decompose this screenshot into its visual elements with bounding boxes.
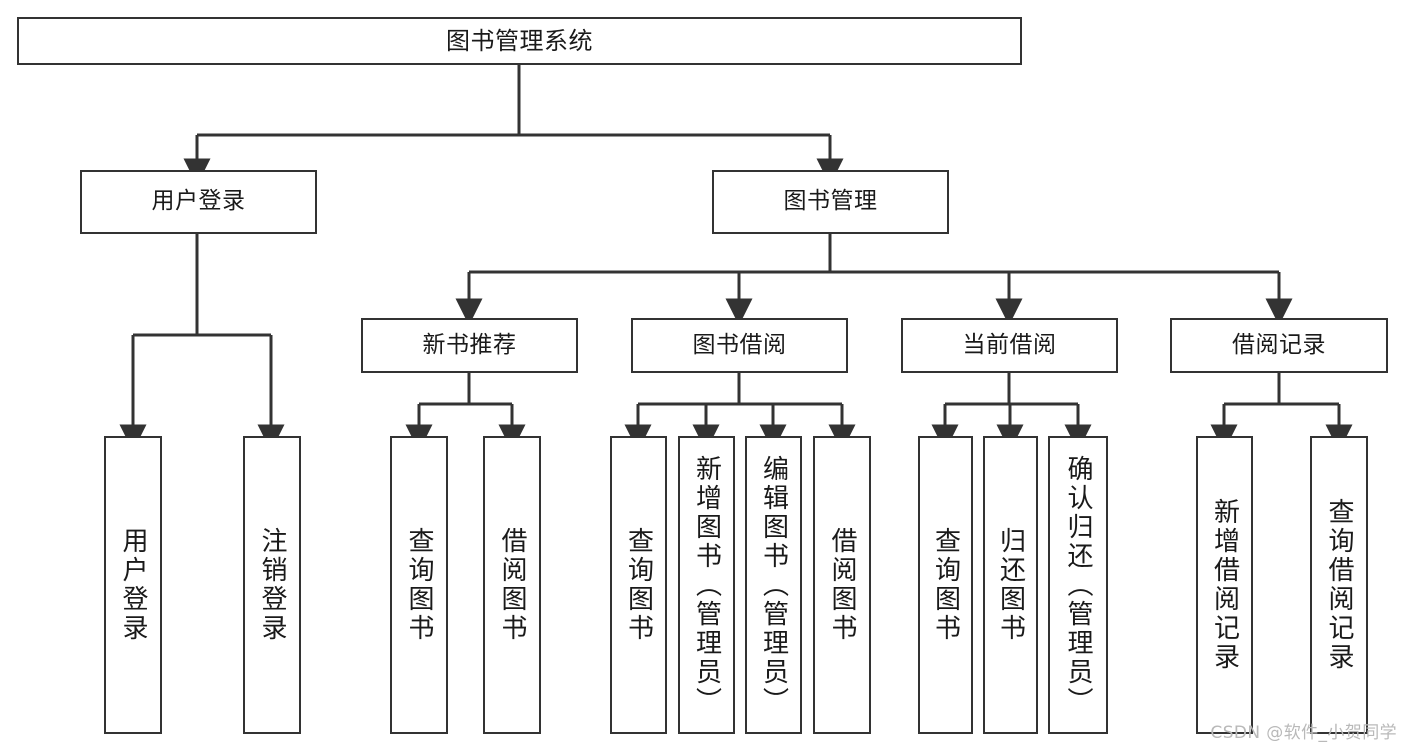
csdn-watermark: CSDN @软件_小贺同学 (1210, 723, 1397, 743)
leaf-borrow-record-add-record[interactable]: 新增借阅记录 (1196, 436, 1253, 734)
node-current-borrow[interactable]: 当前借阅 (901, 318, 1118, 373)
node-label: 查询图书 (623, 527, 654, 643)
node-label: 用户登录 (151, 188, 246, 215)
leaf-current-borrow-query-book[interactable]: 查询图书 (918, 436, 973, 734)
leaf-borrow-record-query-record[interactable]: 查询借阅记录 (1310, 436, 1368, 734)
leaf-book-borrow-edit-book[interactable]: 编辑图书（管理员） (745, 436, 802, 734)
leaf-current-borrow-confirm-return[interactable]: 确认归还（管理员） (1048, 436, 1108, 734)
node-label: 图书借阅 (692, 331, 787, 358)
leaf-book-borrow-borrow-book[interactable]: 借阅图书 (813, 436, 871, 734)
leaf-current-borrow-return-book[interactable]: 归还图书 (983, 436, 1038, 734)
node-label: 当前借阅 (962, 331, 1057, 358)
leaf-book-borrow-add-book[interactable]: 新增图书（管理员） (678, 436, 735, 734)
node-label: 查询图书 (930, 527, 961, 643)
leaf-book-borrow-query-book[interactable]: 查询图书 (610, 436, 667, 734)
leaf-user-logout[interactable]: 注销登录 (243, 436, 301, 734)
node-borrow-record[interactable]: 借阅记录 (1170, 318, 1388, 373)
leaf-new-book-borrow-book[interactable]: 借阅图书 (483, 436, 541, 734)
node-label: 归还图书 (995, 527, 1026, 643)
leaf-user-login[interactable]: 用户登录 (104, 436, 162, 734)
node-label: 新增图书（管理员） (691, 454, 722, 716)
node-label: 注销登录 (257, 527, 287, 643)
leaf-new-book-query-book[interactable]: 查询图书 (390, 436, 448, 734)
node-book-borrow[interactable]: 图书借阅 (631, 318, 848, 373)
node-label: 查询图书 (404, 527, 434, 643)
node-label: 借阅图书 (497, 527, 527, 643)
node-label: 图书管理系统 (446, 26, 593, 55)
node-new-book-recommend[interactable]: 新书推荐 (361, 318, 578, 373)
node-label: 新增借阅记录 (1209, 498, 1240, 672)
node-label: 新书推荐 (422, 331, 517, 358)
node-label: 借阅图书 (827, 527, 857, 643)
node-label: 借阅记录 (1232, 331, 1326, 358)
node-label: 图书管理 (783, 188, 878, 215)
node-label: 确认归还（管理员） (1063, 454, 1093, 716)
node-label: 用户登录 (118, 527, 148, 643)
node-label: 编辑图书（管理员） (758, 454, 789, 716)
node-label: 查询借阅记录 (1324, 498, 1354, 672)
node-book-management-system[interactable]: 图书管理系统 (17, 17, 1022, 65)
node-book-management[interactable]: 图书管理 (712, 170, 949, 234)
node-user-login[interactable]: 用户登录 (80, 170, 317, 234)
